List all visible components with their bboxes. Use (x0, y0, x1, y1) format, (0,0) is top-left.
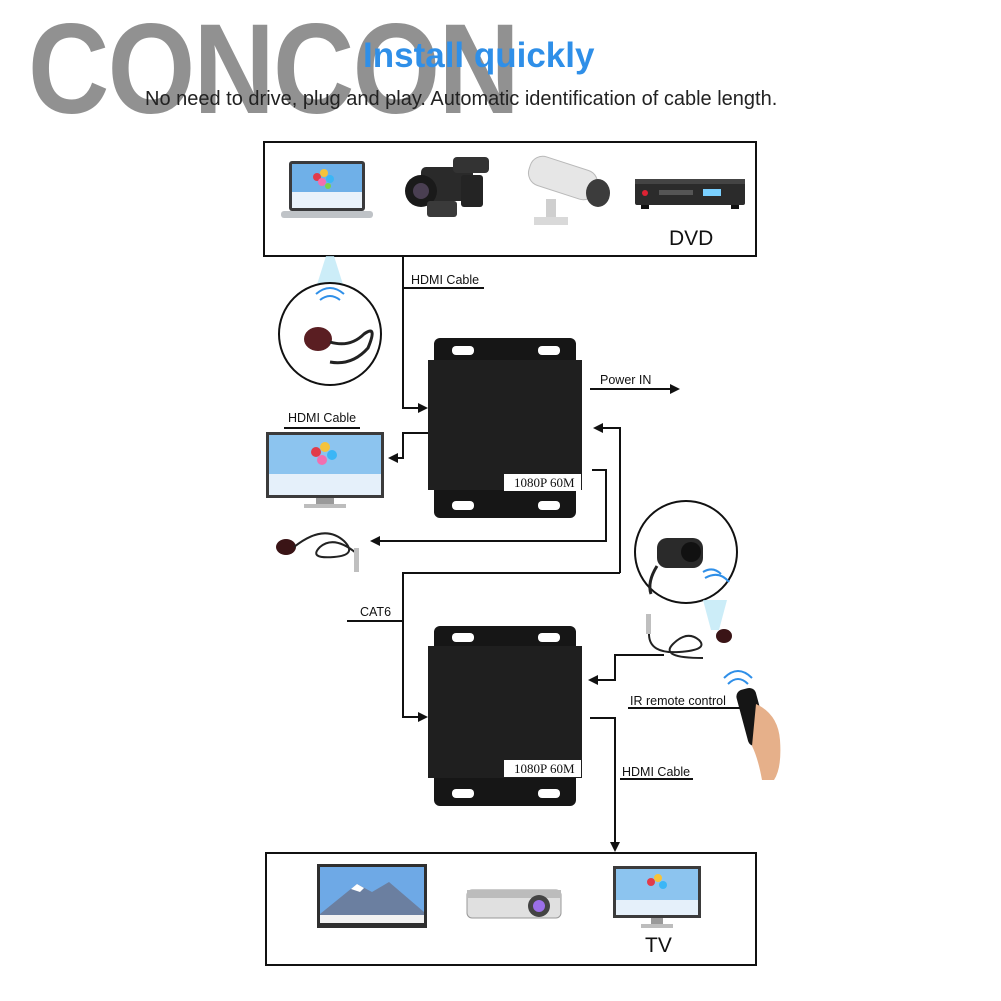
monitor-icon (266, 432, 384, 508)
ir-extender-icon (634, 500, 738, 630)
receiver-body-icon (428, 626, 582, 806)
dvd-label: DVD (669, 227, 714, 250)
transmitter-unit: 1080P 60M (428, 338, 582, 518)
laptop-icon (281, 161, 373, 218)
page-subtitle: No need to drive, plug and play. Automat… (145, 88, 778, 110)
ir-receiver-cable-icon (276, 532, 359, 572)
camcorder-icon (405, 157, 489, 217)
tv-mountain-icon (317, 864, 427, 928)
source-devices-box: DVD (263, 141, 757, 257)
ir-extender-cable-icon (646, 614, 732, 659)
receiver-unit: 1080P 60M (428, 626, 582, 806)
ir-emitter-icon (278, 256, 382, 386)
receiver-model-tag: 1080P 60M (504, 760, 581, 777)
ir-remote-control-label: IR remote control (630, 694, 726, 708)
cat6-label: CAT6 (360, 605, 392, 619)
projector-icon (466, 889, 562, 919)
transmitter-body-icon (428, 338, 582, 518)
display-devices-box: TV (265, 852, 757, 966)
security-camera-icon (527, 155, 610, 225)
page-title: Install quickly (363, 36, 595, 75)
hdmi-cable-loop-label: HDMI Cable (288, 411, 357, 425)
hdmi-cable-out-label: HDMI Cable (622, 765, 691, 779)
dvd-player-icon (635, 179, 745, 209)
tv-label: TV (645, 934, 672, 957)
remote-control-icon (723, 670, 781, 780)
tv-icon (613, 866, 701, 928)
power-in-label: Power IN (600, 373, 652, 387)
hdmi-cable-in-label: HDMI Cable (411, 273, 480, 287)
transmitter-model-tag: 1080P 60M (504, 474, 581, 491)
watermark-logo: CONCON (28, 0, 520, 141)
